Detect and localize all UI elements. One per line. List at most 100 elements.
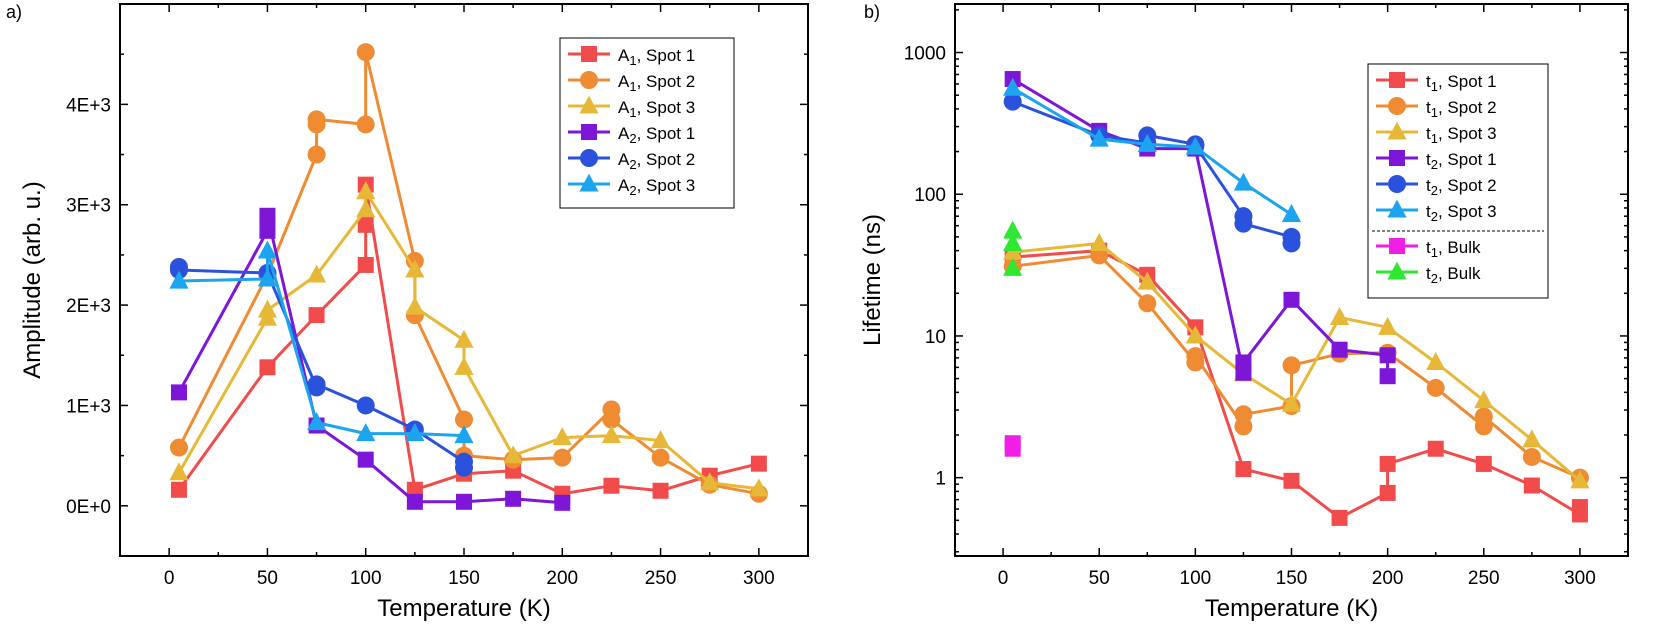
data-point — [306, 264, 327, 283]
x-axis-title: Temperature (K) — [377, 595, 550, 622]
x-tick-label: 50 — [257, 568, 278, 589]
y-tick-label: 3E+3 — [66, 196, 111, 217]
data-point — [169, 462, 189, 481]
data-point — [1283, 291, 1300, 308]
series-line — [177, 190, 760, 491]
legend-label: t1, Spot 1 — [1426, 72, 1497, 94]
y-tick-label: 2E+3 — [66, 296, 111, 317]
x-tick-label: 150 — [1276, 568, 1308, 589]
legend-label: t2, Spot 2 — [1426, 176, 1497, 198]
legend-item: t2, Spot 1 — [1376, 150, 1497, 172]
data-point — [749, 478, 769, 497]
x-tick-label: 250 — [645, 568, 677, 589]
x-tick-label: 150 — [448, 568, 480, 589]
legend-item: A2, Spot 3 — [568, 173, 695, 198]
data-point — [1004, 435, 1021, 452]
data-point — [169, 438, 188, 457]
data-point — [1281, 204, 1302, 223]
data-point — [1185, 325, 1205, 344]
x-tick-label: 50 — [1089, 568, 1110, 589]
data-point — [357, 256, 374, 273]
data-point — [651, 448, 670, 467]
legend-item: t1, Spot 2 — [1376, 97, 1497, 120]
legend-marker — [581, 46, 597, 62]
data-point — [259, 359, 276, 376]
data-point — [1138, 294, 1157, 313]
data-point — [1137, 133, 1157, 152]
data-point — [455, 458, 473, 477]
data-point — [553, 448, 572, 467]
y-tick-label: 100 — [914, 185, 946, 206]
data-point — [1186, 347, 1205, 366]
x-tick-label: 0 — [164, 568, 175, 589]
data-point — [650, 430, 671, 449]
data-point — [169, 260, 188, 279]
legend-label: t1, Bulk — [1426, 238, 1481, 260]
data-point — [1474, 390, 1494, 409]
data-point — [357, 216, 374, 233]
legend-item: t1, Spot 3 — [1376, 121, 1497, 146]
data-point — [257, 299, 278, 318]
data-point — [356, 115, 375, 134]
series-group — [169, 43, 769, 511]
data-point — [406, 481, 423, 498]
legend-item: t2, Bulk — [1376, 261, 1481, 286]
data-point — [1378, 316, 1398, 335]
series-5 — [1003, 92, 1301, 253]
data-point — [169, 270, 189, 289]
data-point — [1235, 354, 1252, 371]
data-point — [306, 412, 327, 431]
series-4 — [170, 207, 571, 511]
data-point — [1185, 136, 1205, 155]
data-point — [552, 427, 572, 446]
legend-label: t2, Spot 1 — [1426, 150, 1497, 172]
data-point — [1427, 440, 1444, 457]
legend-marker — [1389, 72, 1405, 88]
legend-label: A2, Spot 2 — [618, 150, 695, 172]
legend-item: A2, Spot 1 — [568, 124, 695, 146]
x-tick-label: 300 — [743, 568, 775, 589]
data-point — [1379, 484, 1396, 501]
data-point — [1474, 407, 1493, 426]
legend-item: t2, Spot 2 — [1376, 175, 1497, 198]
series-5 — [169, 257, 473, 477]
legend-label: A1, Spot 2 — [618, 72, 695, 94]
data-point — [601, 425, 622, 444]
series-7 — [1004, 435, 1021, 457]
legend-marker — [580, 149, 598, 167]
legend-marker — [1388, 175, 1406, 193]
data-point — [603, 477, 620, 494]
x-tick-label: 0 — [998, 568, 1009, 589]
legend-marker — [581, 124, 597, 140]
legend-item: t1, Spot 1 — [1376, 72, 1497, 94]
data-point — [356, 199, 376, 218]
series-group — [1003, 71, 1590, 526]
data-point — [1522, 429, 1542, 448]
y-tick-label: 10 — [925, 327, 946, 348]
data-point — [1137, 271, 1157, 290]
data-point — [1475, 455, 1492, 472]
data-point — [1003, 92, 1022, 111]
series-6 — [1003, 77, 1302, 223]
data-point — [1282, 356, 1301, 375]
legend: A1, Spot 1A1, Spot 2A1, Spot 3A2, Spot 1… — [559, 37, 735, 209]
data-point — [170, 481, 187, 498]
series-6 — [169, 240, 474, 444]
data-point — [405, 423, 425, 442]
data-point — [257, 268, 278, 287]
data-point — [308, 307, 325, 324]
data-point — [405, 296, 425, 315]
data-point — [1571, 499, 1588, 516]
data-point — [356, 423, 376, 442]
data-point — [357, 451, 374, 468]
legend-item: A1, Spot 1 — [568, 46, 695, 68]
legend-item: t1, Bulk — [1376, 238, 1481, 260]
legend-marker — [1387, 199, 1407, 218]
data-point — [1426, 352, 1446, 371]
data-point — [1003, 257, 1023, 276]
y-tick-label: 4E+3 — [66, 95, 111, 116]
data-point — [307, 145, 326, 164]
legend-marker — [579, 95, 599, 114]
